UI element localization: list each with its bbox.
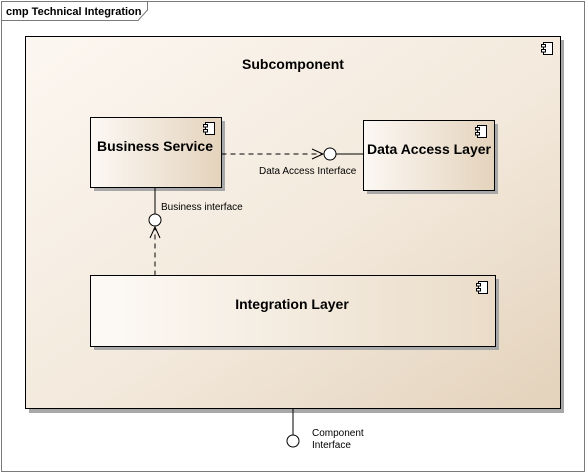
component-icon <box>475 125 487 138</box>
lollipop-interface-icon <box>148 213 162 227</box>
dependency-business-to-data-access[interactable] <box>221 148 325 160</box>
data-access-interface-label: Data Access Interface <box>259 166 357 177</box>
component-interface-label-line1: Component <box>312 428 364 439</box>
lollipop-interface-icon <box>286 434 300 448</box>
subcomponent-container[interactable]: Subcomponent <box>25 36 565 414</box>
frame-label: cmp Technical Integration <box>6 6 142 18</box>
business-interface-label: Business interface <box>161 202 243 213</box>
lollipop-interface-icon <box>323 147 337 161</box>
component-icon <box>476 281 488 294</box>
frame-tab <box>1 1 148 21</box>
subcomponent-title: Subcomponent <box>242 56 344 72</box>
component-icon <box>203 122 215 135</box>
component-interface-label-line2: Interface <box>312 440 351 451</box>
integration-layer-component[interactable]: Integration Layer <box>90 275 500 351</box>
business-service-label: Business Service <box>97 138 213 154</box>
arrow-head-icon <box>149 225 161 239</box>
data-access-layer-component[interactable]: Data Access Layer <box>363 120 499 195</box>
arrow-head-icon <box>311 148 325 160</box>
business-interface[interactable]: Business interface <box>148 187 243 227</box>
data-access-layer-label: Data Access Layer <box>367 141 492 157</box>
dependency-integration-to-business[interactable] <box>149 225 161 276</box>
component-icon <box>541 42 553 55</box>
business-service-component[interactable]: Business Service <box>90 117 226 192</box>
integration-layer-label: Integration Layer <box>235 296 349 312</box>
component-interface[interactable]: Component Interface <box>286 408 364 452</box>
